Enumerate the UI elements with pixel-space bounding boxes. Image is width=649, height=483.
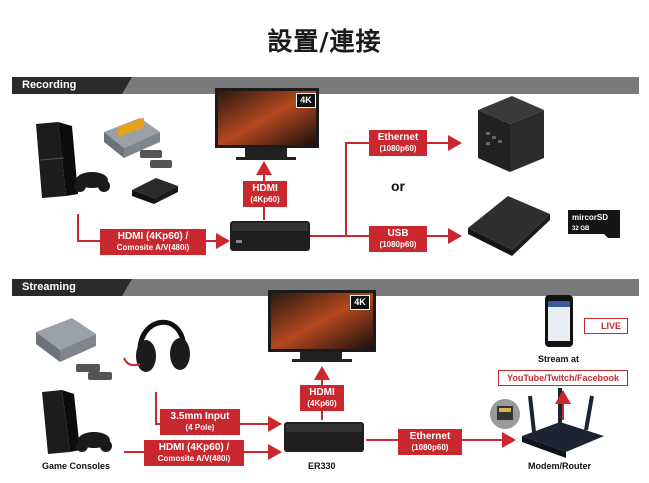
audio-input-label: 3.5mm Input (4 Pole) — [160, 409, 240, 435]
nas-storage-icon — [478, 96, 544, 172]
ps4-console-icon — [42, 390, 80, 454]
microsd-card-icon — [568, 210, 620, 238]
microsd-line2: 32 GB — [572, 226, 590, 232]
controller-icon — [74, 172, 110, 192]
er330-caption: ER330 — [308, 461, 336, 471]
hdmi-input-line1: HDMI (4Kp60) / — [117, 231, 189, 242]
router-icon — [522, 388, 604, 458]
ethernet-label: Ethernet (1080p60) — [398, 429, 462, 455]
hdmi-input-line1: HDMI (4Kp60) / — [158, 442, 230, 453]
hdmi-output-label: HDMI (4Kp60) — [300, 385, 344, 411]
or-text: or — [391, 178, 405, 194]
external-drive-icon — [468, 196, 550, 256]
headset-icon — [123, 319, 190, 372]
hdmi-output-line2: (4Kp60) — [307, 399, 337, 408]
tv-monitor-icon — [215, 88, 319, 160]
game-consoles-caption: Game Consoles — [42, 461, 111, 471]
page-title: 設置/連接 — [267, 27, 382, 56]
ethernet-port-icon — [490, 399, 520, 429]
capture-device-icon — [284, 422, 364, 452]
audio-input-line2: (4 Pole) — [185, 423, 215, 432]
hdmi-output-line1: HDMI — [252, 183, 278, 194]
hdmi-output-label: HDMI (4Kp60) — [243, 181, 287, 207]
tv-4k-badge: 4K — [350, 295, 370, 310]
ps4-console-icon — [36, 122, 78, 198]
recording-section-band: Recording — [12, 77, 639, 94]
stream-at-caption: Stream at — [538, 354, 580, 364]
retro-console-icon — [104, 117, 172, 168]
usb-line2: (1080p60) — [379, 240, 417, 249]
ethernet-label: Ethernet (1080p60) — [369, 130, 427, 156]
media-box-icon — [132, 178, 178, 204]
ethernet-line1: Ethernet — [409, 431, 451, 442]
recording-section-label: Recording — [12, 77, 132, 94]
live-badge: LIVE — [584, 318, 628, 334]
platforms-label: YouTube/Twitch/Facebook — [498, 370, 628, 386]
hdmi-input-line2: Comosite A/V(480i) — [157, 454, 231, 463]
capture-device-icon — [230, 221, 310, 251]
hdmi-input-label: HDMI (4Kp60) / Comosite A/V(480i) — [100, 229, 206, 255]
usb-line1: USB — [387, 228, 409, 239]
streaming-section-label: Streaming — [12, 279, 132, 296]
smartphone-icon — [545, 295, 573, 347]
retro-console-icon — [36, 318, 112, 380]
tv-4k-badge: 4K — [296, 93, 316, 108]
hdmi-input-line2: Comosite A/V(480i) — [116, 243, 190, 252]
microsd-card-text: mircorSD 32 GB — [572, 213, 618, 234]
hdmi-input-label: HDMI (4Kp60) / Comosite A/V(480i) — [144, 440, 244, 466]
audio-input-line1: 3.5mm Input — [170, 411, 230, 422]
microsd-line1: mircorSD — [572, 213, 609, 222]
ethernet-line2: (1080p60) — [411, 443, 449, 452]
modem-router-caption: Modem/Router — [528, 461, 591, 471]
hdmi-output-line2: (4Kp60) — [250, 195, 280, 204]
usb-label: USB (1080p60) — [369, 226, 427, 252]
hdmi-output-line1: HDMI — [309, 387, 335, 398]
ethernet-line2: (1080p60) — [379, 144, 417, 153]
ethernet-line1: Ethernet — [377, 132, 419, 143]
streaming-section-band: Streaming — [12, 279, 639, 296]
controller-icon — [76, 432, 112, 452]
